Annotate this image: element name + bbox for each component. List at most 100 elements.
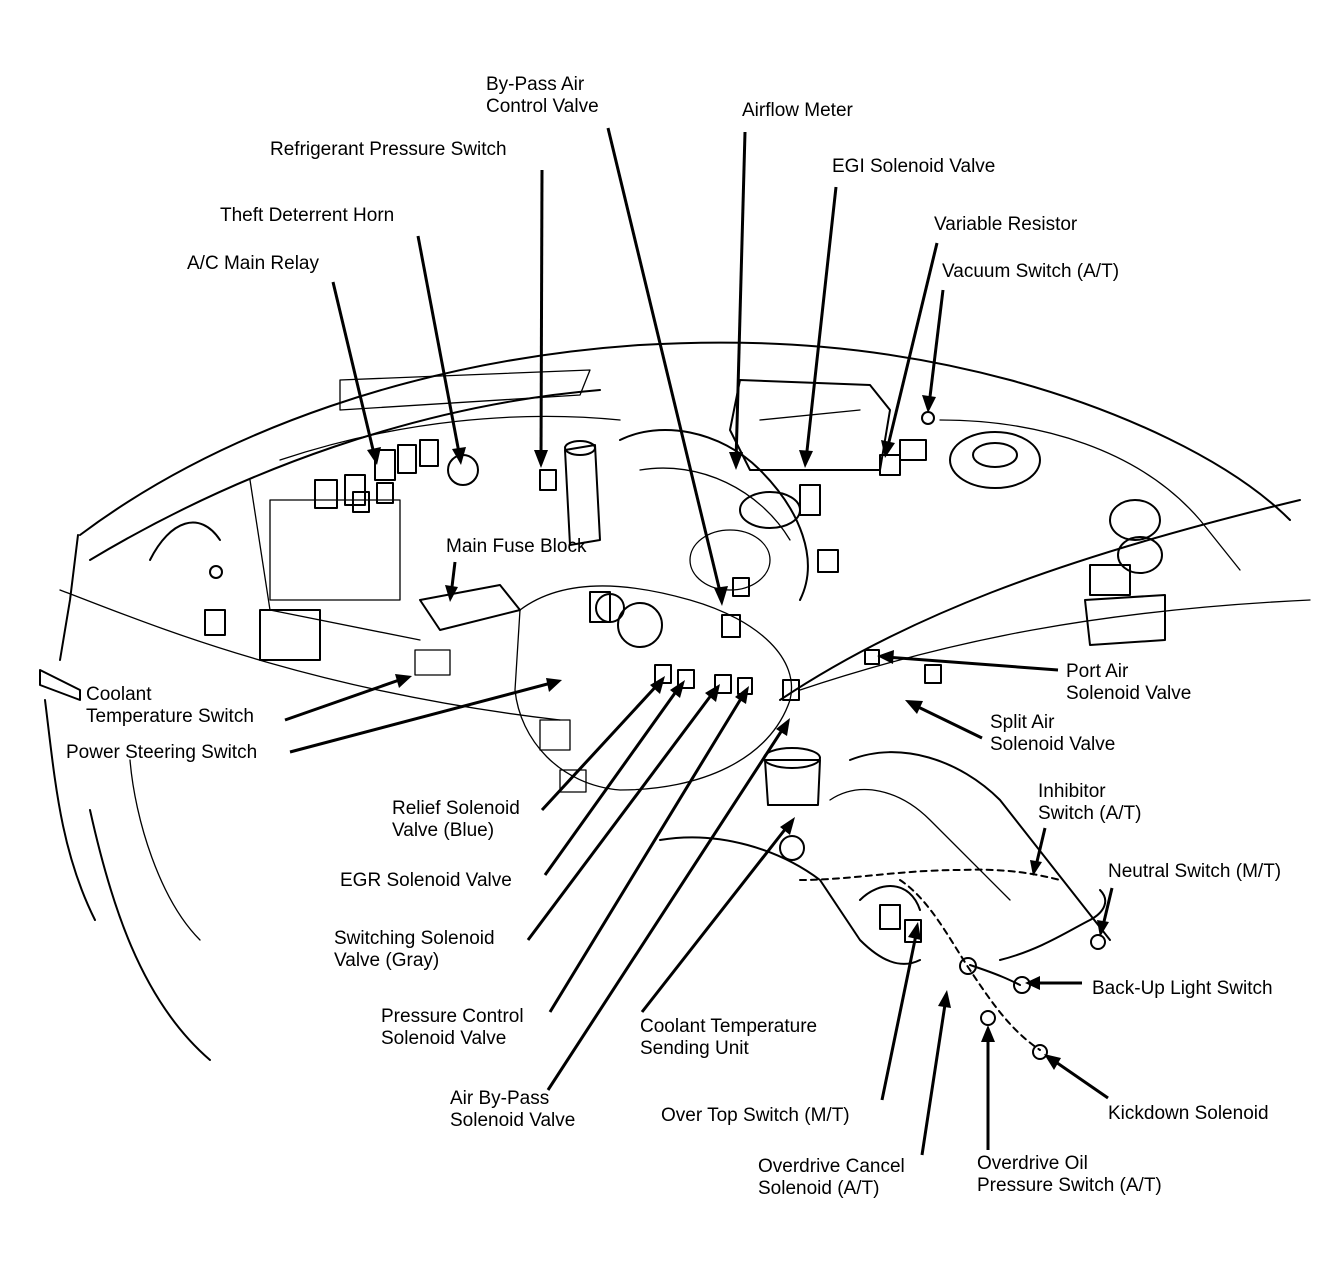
label-line: Temperature Switch [86,706,254,727]
arrowhead [534,450,548,468]
arrowhead [729,452,743,470]
label-line: Overdrive Cancel [758,1156,905,1177]
arrowhead [395,674,412,688]
arrowhead [776,718,790,736]
arrowhead [1030,860,1042,876]
label-line: Overdrive Oil [977,1153,1088,1174]
arrowhead [735,686,749,704]
label-line: Solenoid Valve [381,1028,507,1049]
leader-port-air-solenoid-valve [884,655,1059,672]
label-air-bypass-solenoid-valve: Air By-Pass Solenoid Valve [450,1088,575,1132]
leader-switching-solenoid-valve [526,689,717,941]
leader-theft-deterrent-horn [416,235,462,459]
arrowhead [799,450,813,468]
arrowhead [714,586,728,606]
arrowhead [705,684,720,702]
label-pressure-control-solenoid-valve: Pressure Control Solenoid Valve [381,1006,524,1050]
label-line: Air By-Pass [450,1088,550,1109]
label-egi-solenoid-valve: EGI Solenoid Valve [832,156,996,177]
label-line: Pressure Switch (A/T) [977,1175,1162,1196]
arrowhead [670,680,685,698]
label-line: Valve (Gray) [334,950,440,971]
label-overdrive-oil-pressure-switch: Overdrive Oil Pressure Switch (A/T) [977,1153,1162,1197]
leader-vacuum-switch [927,289,945,406]
label-line: Coolant [86,684,152,705]
arrowhead [981,1025,995,1042]
label-refrigerant-pressure-switch: Refrigerant Pressure Switch [270,139,507,160]
arrowhead [877,650,894,664]
arrowhead [1025,976,1040,990]
label-line: Solenoid Valve [990,734,1116,755]
label-vacuum-switch: Vacuum Switch (A/T) [942,261,1120,282]
label-line: Solenoid (A/T) [758,1178,880,1199]
label-airflow-meter: Airflow Meter [742,100,853,121]
label-port-air-solenoid-valve: Port Air Solenoid Valve [1066,661,1191,705]
label-line: Coolant Temperature [640,1016,818,1037]
leader-split-air-solenoid-valve [911,702,983,740]
arrowhead [1097,920,1109,937]
label-line: Valve (Blue) [392,820,495,841]
arrowhead [908,922,921,940]
label-coolant-temperature-switch: Coolant Temperature Switch [86,684,254,728]
leader-airflow-meter [734,131,747,463]
leader-bypass-air-control-valve [606,127,724,601]
label-egr-solenoid-valve: EGR Solenoid Valve [340,870,512,891]
arrowhead [922,395,936,413]
leader-kickdown-solenoid [1049,1056,1109,1100]
leader-pressure-control-solenoid-valve [548,691,747,1013]
label-coolant-temperature-sending-unit: Coolant Temperature Sending Unit [640,1016,817,1060]
label-line: Switching Solenoid [334,928,495,949]
arrowhead [1044,1054,1061,1070]
label-inhibitor-switch: Inhibitor Switch (A/T) [1038,781,1141,825]
leader-air-bypass-solenoid-valve [546,723,788,1091]
label-back-up-light-switch: Back-Up Light Switch [1092,978,1273,999]
arrowhead [938,990,951,1008]
label-line: Solenoid Valve [1066,683,1192,704]
arrowhead [881,440,895,458]
label-line: Pressure Control [381,1006,524,1027]
label-line: Port Air [1066,661,1129,682]
label-overdrive-cancel-solenoid: Overdrive Cancel Solenoid (A/T) [758,1156,905,1200]
label-over-top-switch: Over Top Switch (M/T) [661,1105,850,1126]
leader-egi-solenoid-valve [804,186,838,461]
leader-ac-main-relay [331,281,377,459]
leader-coolant-temperature-sending-unit [640,822,792,1013]
arrowhead [445,585,458,602]
label-split-air-solenoid-valve: Split Air Solenoid Valve [990,712,1115,756]
label-neutral-switch: Neutral Switch (M/T) [1108,861,1282,882]
leader-lines [284,127,1114,1156]
label-switching-solenoid-valve: Switching Solenoid Valve (Gray) [334,928,495,972]
label-relief-solenoid-valve: Relief Solenoid Valve (Blue) [392,798,520,842]
label-main-fuse-block: Main Fuse Block [446,536,587,557]
arrowhead [905,700,923,714]
label-power-steering-switch: Power Steering Switch [66,742,258,763]
label-line: Sending Unit [640,1038,749,1059]
label-line: Switch (A/T) [1038,803,1142,824]
leader-over-top-switch [880,929,919,1101]
leader-relief-solenoid-valve [540,680,662,812]
arrowhead [780,817,795,835]
label-ac-main-relay: A/C Main Relay [187,253,319,274]
label-kickdown-solenoid: Kickdown Solenoid [1108,1103,1269,1124]
label-theft-deterrent-horn: Theft Deterrent Horn [220,205,395,226]
arrowhead [367,447,381,465]
leader-variable-resistor [885,242,939,451]
engine-compartment-drawing [39,341,1311,1061]
label-line: By-Pass Air [486,74,585,95]
label-line: Control Valve [486,96,599,117]
label-bypass-air-control-valve: By-Pass Air Control Valve [486,74,599,118]
leader-coolant-temperature-switch [284,676,406,722]
label-line: Inhibitor [1038,781,1106,802]
arrowhead [546,678,562,692]
label-line: Relief Solenoid [392,798,520,819]
leader-power-steering-switch [289,680,556,754]
leader-overdrive-cancel-solenoid [920,997,948,1156]
label-line: Solenoid Valve [450,1110,576,1131]
arrowhead [452,447,466,465]
arrowhead [650,676,665,694]
label-variable-resistor: Variable Resistor [934,214,1078,235]
label-line: Split Air [990,712,1055,733]
leader-egr-solenoid-valve [543,685,682,876]
leader-refrigerant-pressure-switch [539,169,544,461]
